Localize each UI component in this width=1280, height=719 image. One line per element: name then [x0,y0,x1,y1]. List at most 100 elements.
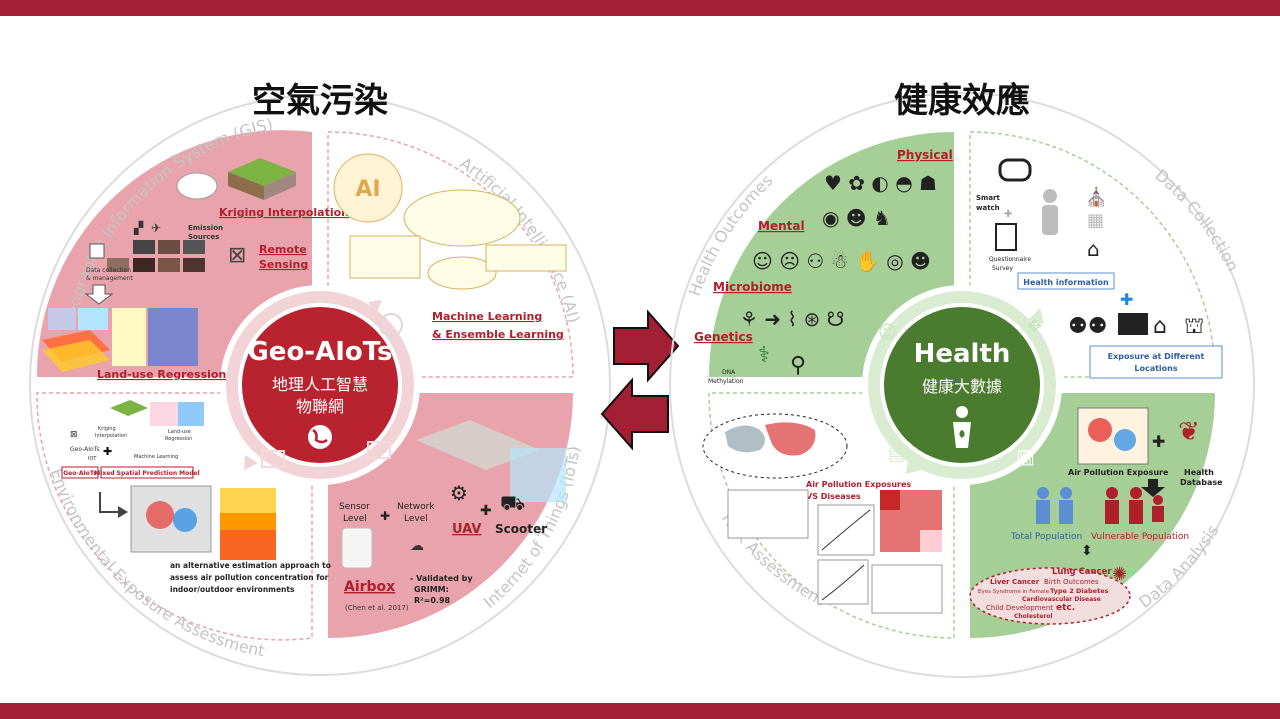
air-exposure-label: Air Pollution Exposure [1068,468,1169,477]
sensor-label1: Sensor [339,502,370,512]
satellite-icon: ⊠ [70,430,78,440]
geoaiots-box-label: Geo-AIoTs [63,470,97,477]
etc-label: etc. [1056,603,1075,613]
landuse-small-label1: Land-use [168,429,191,435]
emission-label1: Emission [188,224,223,232]
chol-label: Cholesterol [1014,613,1053,620]
risk-content: ▤ Air Pollution Exposures VS Diseases [702,413,943,614]
ai-label: AI [355,177,380,202]
airbox-device-image [341,527,373,569]
total-pop-label: Total Population [1010,532,1082,542]
ai-head-icon [379,313,403,337]
plus-icon: ✚ [480,503,492,519]
top-bar [0,0,1280,16]
ml-label1: Machine Learning [432,310,542,323]
medical-plus-icon: ✚ [1120,290,1133,309]
ai-content: AI Machine Learning & Ensemble Learning [333,153,567,341]
globe-icon [308,425,332,449]
right-cycle-ring [868,291,1056,479]
terrain-block-image [228,158,296,186]
collection-content: Smart watch ✚ Questionnaire Survey ⛪ ▦ ⌂… [976,158,1223,379]
left-title: 空氣污染 [252,81,388,121]
bend-arrow-icon [99,492,120,513]
forest-plot-image [871,564,943,614]
family-icon: ⚉⚉ [1068,314,1107,339]
briefcase-icon [1118,313,1148,335]
exposure-label2: Locations [1134,364,1177,373]
left-center-sub2: 物聯網 [296,397,344,416]
questionnaire-label2: Survey [992,265,1013,272]
eyes-label: Eyes Syndrome in Female [978,589,1050,595]
datacollect-label1: Data collection [86,267,131,274]
left-arrow-icon [600,377,669,451]
emission-photo [183,240,205,254]
right-center-sub: 健康大數據 [922,377,1002,396]
left-center-title: Geo-AIoTs [247,337,392,367]
exposure-box [1089,345,1223,379]
map-thumbnail [112,308,146,366]
validated-label3: R²=0.98 [414,596,451,605]
home-icon: ⌂ [1087,237,1100,261]
validated-label2: GRIMM: [414,585,449,594]
emission-photo [158,258,180,272]
world-map-image [725,425,765,453]
ai-brain-image [333,153,403,223]
outcomes-content: Physical ♥ ✿ ◐ ◓ ☗ ◉ ☻ ♞ Mental ☺ ☹ ⚇ ☃ … [694,148,953,385]
liver-label: Liver Cancer [990,578,1040,586]
cycle-arrow [906,460,922,474]
vulnerable-population-icon [1105,487,1164,524]
smartwatch-label2: watch [976,204,1000,212]
ensemble-diagram-image [427,256,497,290]
sensor-label2: Level [343,514,367,524]
scooter-icon: ⛟ [500,491,525,515]
exposures-label2: VS Diseases [806,492,861,501]
left-center-sub1: 地理人工智慧 [272,375,368,394]
health-info-label: Health information [1023,278,1109,287]
genetics-label: Genetics [694,330,753,344]
dna-label1: DNA [722,369,736,376]
mental-label: Mental [758,219,805,233]
exposures-label1: Air Pollution Exposures [806,480,911,489]
exposure-label1: Exposure at Different [1108,352,1205,361]
plane-icon: ✈ [151,221,161,235]
dna-label2: Methylation [708,378,744,385]
remote-label2: Sensing [259,258,308,271]
neural-network-image [403,189,521,247]
microbiome-label: Microbiome [713,280,792,294]
citation: (Chen et al. 2017) [345,604,409,612]
kriging-label: Kriging Interpolation [219,206,349,219]
alt-label2: assess air pollution concentration for [170,573,329,582]
plus-icon: ✚ [1152,432,1165,451]
hospital-icon: ▦ [1087,210,1104,231]
manhattan-plot-image [727,489,809,539]
plus-icon: ✚ [1004,209,1012,220]
remote-label1: Remote [259,243,307,256]
satellite-icon: ⊠ [228,243,246,268]
ml-label2: & Ensemble Learning [432,328,564,341]
map-thumbnail [150,402,182,426]
drone-icon: ⚙ [450,481,468,505]
map-thumbnail [148,308,198,366]
laptop-icon [367,441,391,459]
bottom-bar [0,703,1280,719]
wifi-icon: ☁ [410,538,424,554]
document-icon: ▤ [888,444,905,465]
right-title: 健康效應 [894,81,1030,121]
left-outer-ring [29,94,611,676]
layers-icon [261,450,285,468]
exposure-map-image [1077,407,1149,465]
uav-label: UAV [452,522,481,537]
model-box [100,466,194,479]
birth-label: Birth Outcomes [1044,578,1099,586]
emission-photo [158,240,180,254]
gis-content: Kriging Interpolation ✈ ▞ Emission Sourc… [42,158,349,381]
vulnerable-pop-label: Vulnerable Population [1091,532,1189,542]
model-box-label: Mixed Spatial Prediction Model [94,470,199,477]
alt-label3: indoor/outdoor environments [170,585,295,594]
iot-city-image [416,420,540,470]
network-label1: Network [397,502,435,512]
population-icon [1036,487,1073,524]
geoaiots-box [61,466,99,479]
organ-icons: ♥ ✿ ◐ ◓ ☗ [824,171,937,195]
